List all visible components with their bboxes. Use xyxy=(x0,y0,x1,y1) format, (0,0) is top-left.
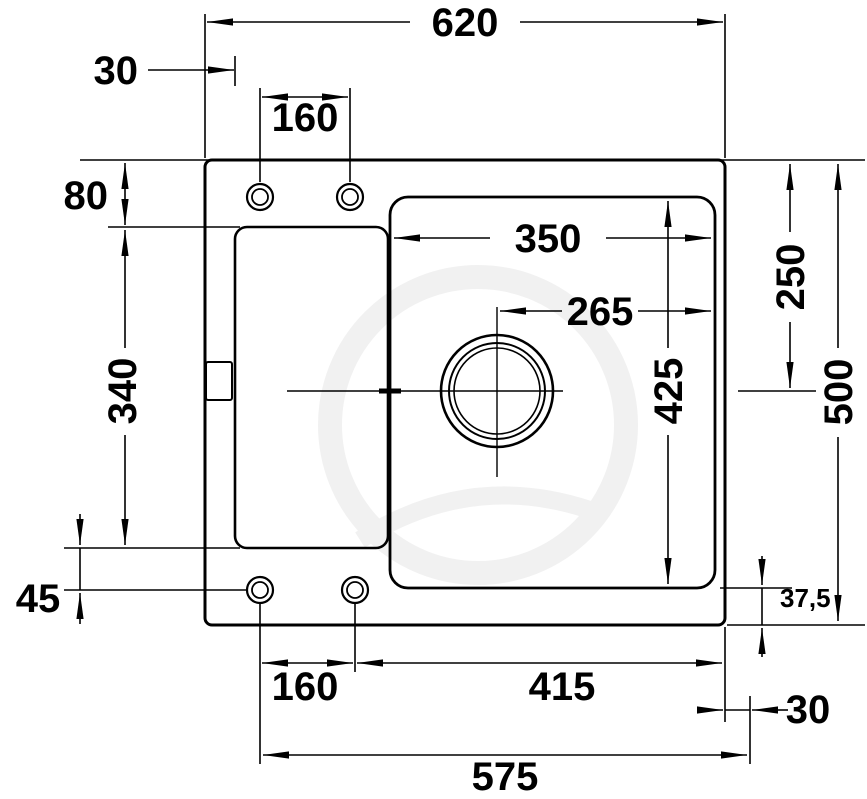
dim-label-bowl-width: 350 xyxy=(515,217,582,261)
tap-hole-bottom-right-inner xyxy=(346,581,364,599)
dim-label-bowl-length: 425 xyxy=(647,358,691,425)
dim-label-holes-to-edge: 415 xyxy=(529,665,596,709)
dim-label-top-to-bowl: 80 xyxy=(64,174,109,218)
dim-label-tap-spacing-bottom: 160 xyxy=(272,665,339,709)
dim-label-tap-spacing-top: 160 xyxy=(272,96,339,140)
dim-label-total-width: 620 xyxy=(432,1,499,45)
extension-lines xyxy=(64,14,865,764)
dimension-labels: 620 30 160 80 350 265 425 250 500 340 45… xyxy=(16,1,861,799)
overflow-slot xyxy=(205,361,233,401)
dim-label-total-depth: 500 xyxy=(817,359,861,426)
dim-label-right-offset: 30 xyxy=(786,688,831,732)
left-bowl xyxy=(233,225,390,550)
dim-label-drain-offset: 265 xyxy=(567,290,634,334)
tap-hole-bottom-right-outer xyxy=(340,575,370,605)
dim-label-left-bowl-length: 340 xyxy=(101,358,145,425)
tap-hole-bottom-left-outer xyxy=(245,575,275,605)
tap-hole-bottom-left-inner xyxy=(251,581,269,599)
tap-hole-top-right-inner xyxy=(341,188,359,206)
tap-hole-top-left-outer xyxy=(245,182,275,212)
dim-label-left-offset: 30 xyxy=(94,49,139,93)
sink-outline xyxy=(203,158,727,627)
dim-label-bowl-to-holes: 45 xyxy=(16,577,61,621)
tap-hole-top-left-inner xyxy=(251,188,269,206)
dim-label-cutout-width: 575 xyxy=(472,755,539,799)
dim-label-bowl-to-edge: 37,5 xyxy=(780,583,831,613)
dim-label-top-to-drain: 250 xyxy=(769,244,813,311)
tap-hole-top-right-outer xyxy=(335,182,365,212)
dimension-lines xyxy=(76,18,842,759)
watermark-ring xyxy=(318,265,638,585)
